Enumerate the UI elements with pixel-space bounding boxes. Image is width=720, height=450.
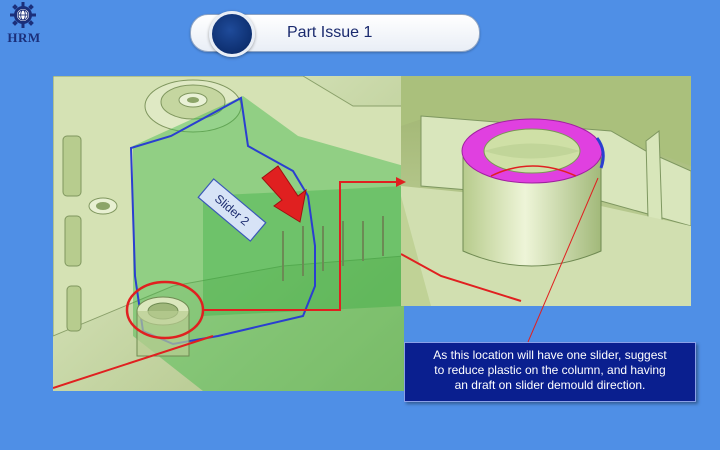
gear-globe-icon [10, 2, 36, 28]
callout-line: an draft on slider demould direction. [454, 378, 646, 392]
page-title: Part Issue 1 [287, 24, 373, 41]
logo-text: HRM [7, 30, 41, 45]
title-bullet-icon [209, 11, 255, 57]
title-banner: Part Issue 1 [190, 11, 480, 57]
company-logo: HRM [2, 2, 44, 48]
callout-line: As this location will have one slider, s… [433, 348, 667, 362]
column-detail-image [401, 76, 691, 306]
column-detail-render [401, 76, 691, 306]
part-overview-image [53, 76, 404, 391]
callout-line: to reduce plastic on the column, and hav… [434, 363, 666, 377]
issue-callout: As this location will have one slider, s… [404, 342, 696, 402]
part-render [53, 76, 404, 391]
